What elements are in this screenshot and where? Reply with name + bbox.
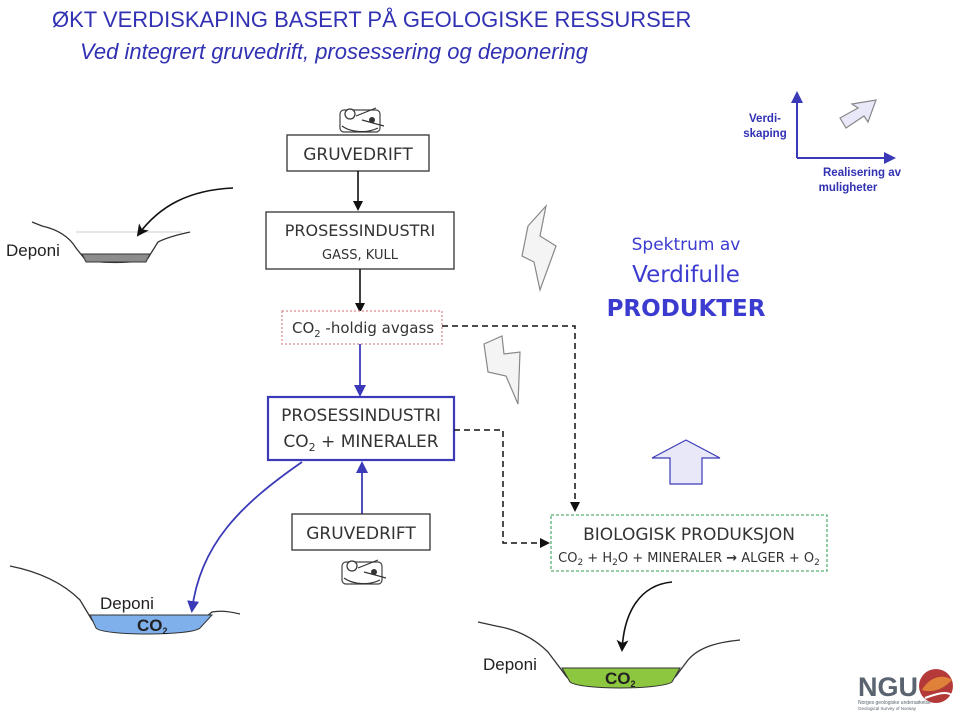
page-title: ØKT VERDISKAPING BASERT PÅ GEOLOGISKE RE…: [52, 7, 691, 32]
deponi-left-bottom-co2: CO2: [137, 616, 168, 636]
prosessindustri-box-1: [265, 211, 455, 270]
co2-gas-label: CO2 -holdig avgass: [292, 319, 434, 340]
gruvedrift-top-label: GRUVEDRIFT: [303, 145, 413, 165]
deponi-left-bottom-label: Deponi: [100, 594, 154, 613]
lightning-arrow-lower: [483, 335, 521, 405]
gruvedrift-bottom-box: [291, 513, 431, 551]
prosessindustri-1-subtitle: GASS, KULL: [322, 248, 399, 263]
bio-box: [550, 514, 828, 572]
prosessindustri-box-2: [266, 395, 456, 462]
diagonal-block-arrow: [839, 99, 877, 129]
value-x-label-1: Realisering av: [823, 167, 902, 179]
ngu-logo-text: NGU: [858, 672, 918, 702]
bio-title: BIOLOGISK PRODUKSJON: [583, 525, 795, 545]
value-x-label-2: muligheter: [819, 182, 878, 194]
prosessindustri-1-title: PROSESSINDUSTRI: [285, 221, 435, 240]
ngu-logo-icon: NGU Norges geologiske undersøkelse Geolo…: [858, 669, 953, 711]
dashed-co2-to-bio: [442, 325, 580, 512]
deponi-bottom-center: Deponi CO2: [477, 621, 741, 689]
miner-icon: [341, 559, 387, 585]
prosessindustri-2-subtitle: CO2 + MINERALER: [283, 432, 438, 454]
ngu-logo-sub2: Geological Survey of Norway: [858, 706, 917, 711]
prosessindustri-2-title: PROSESSINDUSTRI: [281, 406, 441, 426]
deponi-bottom-center-label: Deponi: [483, 655, 537, 674]
value-y-label-2: skaping: [743, 128, 786, 140]
produkter-line-1: Spektrum av: [632, 235, 741, 255]
page-subtitle: Ved integrert gruvedrift, prosessering o…: [80, 39, 589, 64]
deponi-left-bottom: Deponi CO2: [9, 565, 241, 636]
up-block-arrow: [651, 439, 721, 485]
arrow-to-deponi-left-top: [136, 187, 234, 237]
arrow-to-deponi-left-bottom: [187, 461, 303, 613]
deponi-left-top: Deponi: [6, 221, 191, 264]
dashed-prosess2-to-bio: [454, 429, 550, 548]
ngu-logo-sub1: Norges geologiske undersøkelse: [858, 700, 931, 706]
produkter-line-2: Verdifulle: [632, 262, 740, 288]
gruvedrift-bottom-label: GRUVEDRIFT: [306, 524, 416, 544]
lightning-arrow-upper: [521, 203, 557, 293]
deponi-bottom-center-co2: CO2: [605, 669, 636, 689]
deponi-left-top-label: Deponi: [6, 241, 60, 260]
produkter-line-3: PRODUKTER: [607, 296, 766, 322]
bio-equation: CO2 + H2O + MINERALER → ALGER + O2: [558, 551, 820, 568]
value-y-label-1: Verdi-: [749, 113, 781, 125]
arrow-to-deponi-bottom-center: [616, 581, 673, 652]
miner-icon: [339, 107, 385, 133]
co2-gas-box: [281, 310, 443, 345]
